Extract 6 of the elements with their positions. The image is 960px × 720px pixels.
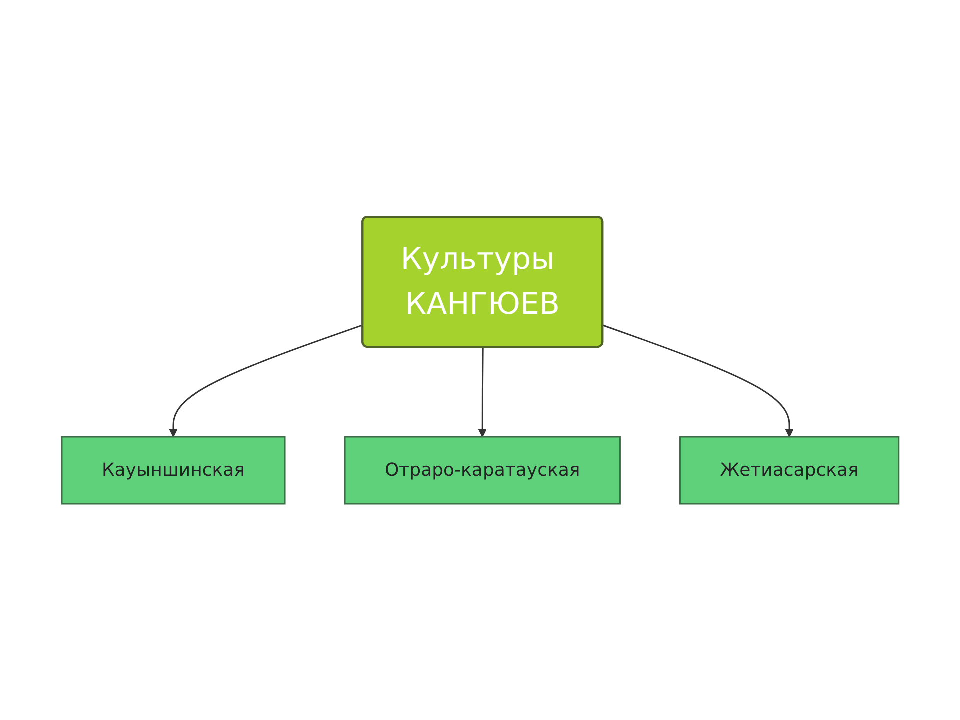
node-box: Кауыншинская [60,436,286,504]
node-box: Жетиасарская [679,436,900,504]
arrow [478,347,487,437]
node-box: Отраро-каратауская [344,436,621,504]
arrow [168,324,363,437]
arrow [602,324,794,437]
